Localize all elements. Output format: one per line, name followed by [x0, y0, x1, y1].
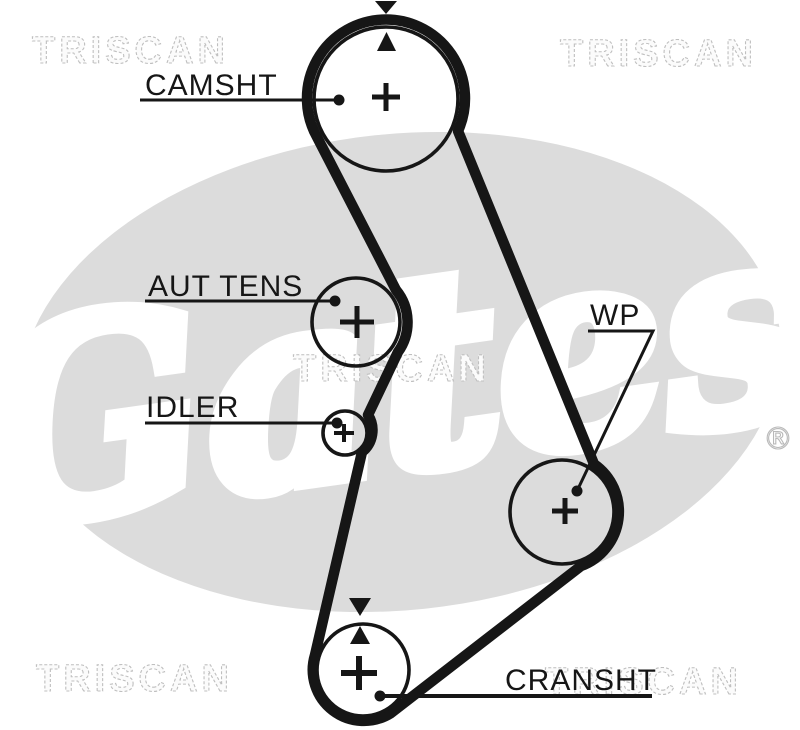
- water-pump-center-cross: [552, 498, 578, 524]
- crankshaft-timing-arrow-up-icon: [350, 626, 370, 644]
- triscan-watermark-top-left: TRISCAN: [32, 30, 229, 72]
- label-crankshaft: CRANSHT: [505, 664, 657, 697]
- idler-center-cross: [334, 424, 354, 442]
- part-labels: CAMSHT AUT TENS IDLER WP CRANSHT: [145, 69, 657, 697]
- camshaft-leader-dot: [333, 94, 345, 106]
- gates-logo-watermark: Gates ®: [0, 131, 800, 613]
- crankshaft-center-cross: [341, 656, 377, 690]
- gates-oval: [19, 131, 781, 613]
- label-tensioner: AUT TENS: [148, 270, 303, 303]
- water-pump-leader-dot: [571, 485, 583, 497]
- crankshaft-pulley: [315, 622, 411, 718]
- crankshaft-leader-dot: [374, 690, 386, 702]
- crankshaft-timing-arrow-down-icon: [349, 598, 371, 616]
- registered-trademark-icon: ®: [763, 422, 793, 457]
- idler-leader-dot: [331, 417, 343, 429]
- tensioner-pulley: [310, 276, 402, 368]
- camshaft-center-cross: [372, 83, 400, 111]
- triscan-watermark-top-right: TRISCAN: [560, 33, 757, 75]
- camshaft-timing-arrow-down-icon: [375, 1, 397, 14]
- label-camshaft: CAMSHT: [145, 69, 278, 102]
- tensioner-leader-dot: [329, 295, 341, 307]
- idler-pulley: [321, 409, 369, 457]
- leader-lines: [140, 94, 656, 702]
- tensioner-center-cross: [340, 306, 374, 338]
- label-water-pump: WP: [590, 299, 640, 332]
- water-pump-leader-line: [575, 329, 656, 492]
- label-idler: IDLER: [146, 391, 239, 424]
- water-pump-pulley: [508, 458, 616, 566]
- belt-drive: [301, 1, 625, 727]
- camshaft-timing-arrow-up-icon: [377, 32, 396, 51]
- triscan-watermark-bottom-left: TRISCAN: [36, 658, 233, 700]
- timing-belt: [301, 14, 625, 727]
